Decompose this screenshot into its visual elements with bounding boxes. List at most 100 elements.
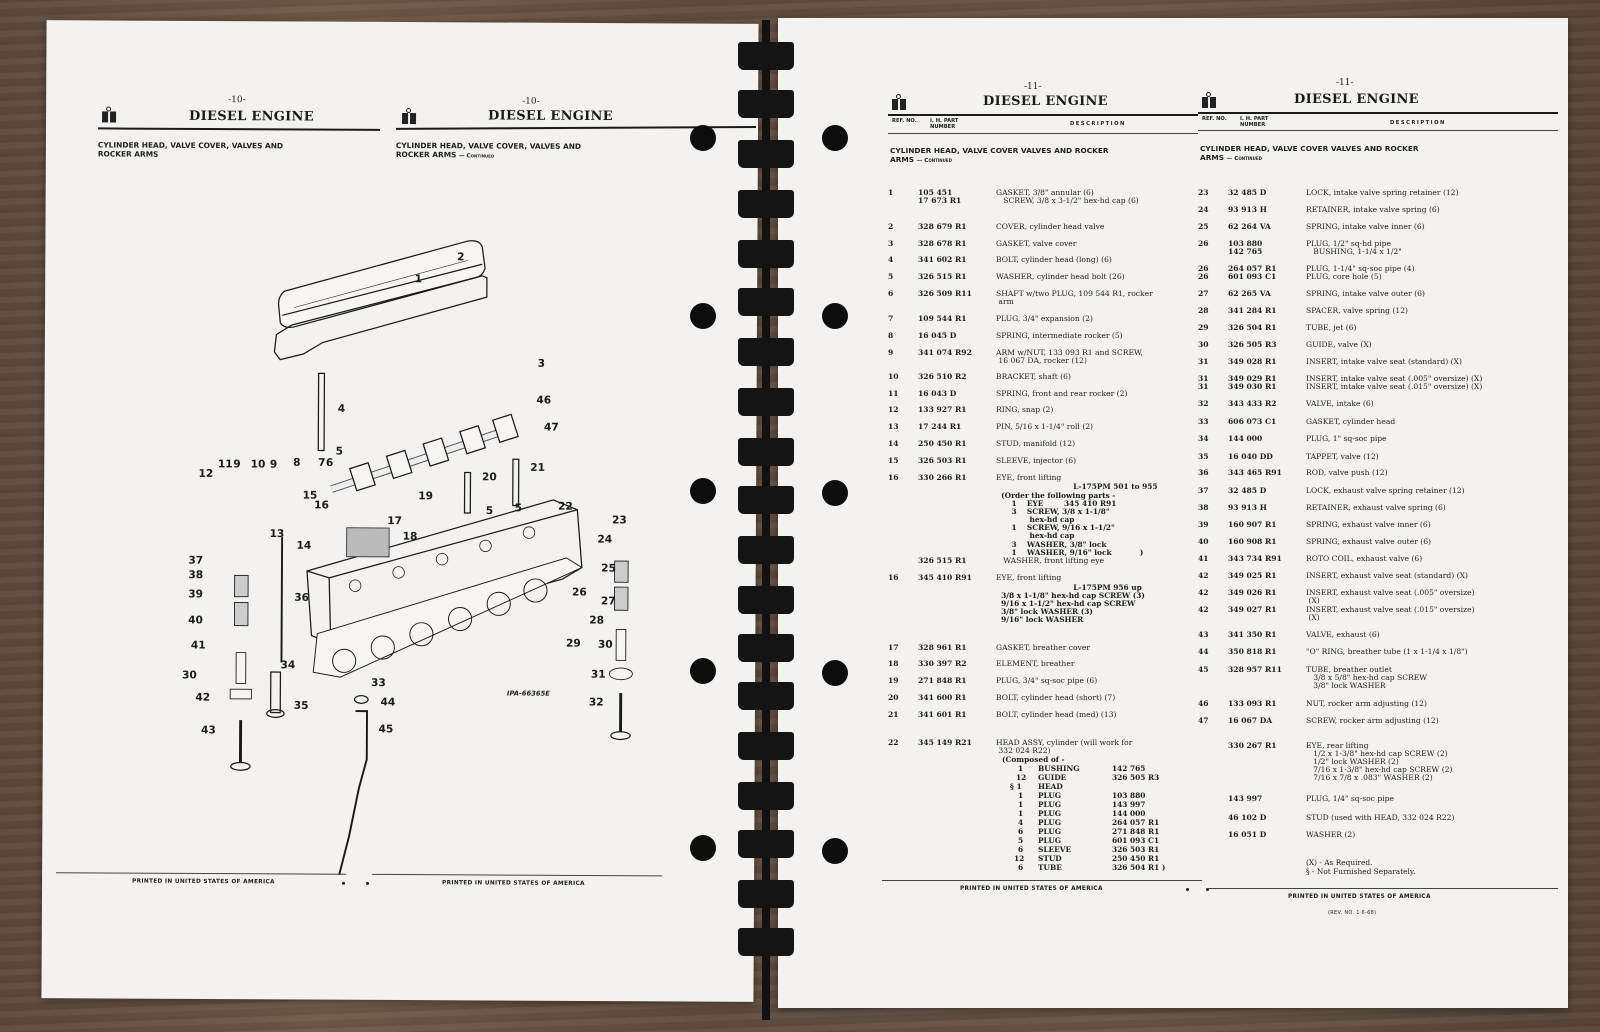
svg-text:38: 38 (188, 569, 203, 581)
svg-text:9: 9 (270, 459, 277, 471)
page-number: -10- (522, 96, 540, 107)
page-footer: PRINTED IN UNITED STATES OF AMERICA (1288, 894, 1431, 900)
svg-text:30: 30 (598, 639, 613, 651)
svg-text:47: 47 (544, 421, 559, 433)
svg-text:IPA-66365E: IPA-66365E (507, 689, 550, 697)
section-heading: CYLINDER HEAD, VALVE COVER, VALVES AND R… (97, 140, 284, 159)
punch-hole (690, 835, 716, 861)
punch-hole (822, 303, 848, 329)
svg-text:43: 43 (201, 724, 216, 736)
svg-text:31: 31 (591, 669, 606, 681)
section-heading: CYLINDER HEAD, VALVE COVER VALVES AND RO… (1200, 144, 1419, 162)
punch-hole (690, 303, 716, 329)
svg-text:40: 40 (188, 614, 203, 626)
item-note: 3 WASHER, 3/8" lock (996, 540, 1107, 549)
svg-text:3: 3 (538, 358, 545, 370)
svg-text:1: 1 (415, 273, 422, 285)
page-number: -11- (1024, 82, 1042, 92)
punch-hole (822, 660, 848, 686)
svg-text:10: 10 (251, 459, 266, 471)
svg-text:36: 36 (294, 592, 309, 604)
punch-hole (690, 125, 716, 151)
footer-dot (342, 881, 346, 885)
item-note: L-175PM 501 to 955 (996, 482, 1158, 491)
legend-as-required: (X) - As Required. (1306, 858, 1373, 867)
item-note: 1 SCREW, 9/16 x 1-1/2" (996, 523, 1115, 532)
svg-text:37: 37 (188, 555, 203, 567)
punch-hole (822, 480, 848, 506)
svg-text:32: 32 (589, 697, 604, 709)
ih-logo-icon (402, 108, 417, 125)
footer-dot (1206, 888, 1209, 891)
svg-text:16: 16 (314, 499, 329, 511)
punch-hole (690, 658, 716, 684)
svg-text:15: 15 (303, 490, 318, 502)
col-header-part: I. H. PART NUMBER (1240, 116, 1269, 128)
header-rule (97, 127, 381, 131)
svg-text:45: 45 (378, 723, 393, 735)
item-note: hex-hd cap (996, 531, 1075, 540)
col-header-ref: REF. NO. (1202, 116, 1227, 122)
svg-text:5: 5 (486, 505, 493, 517)
col-header-ref: REF. NO. (892, 118, 917, 124)
punch-hole (690, 478, 716, 504)
svg-text:39: 39 (188, 588, 203, 600)
page-footer: PRINTED IN UNITED STATES OF AMERICA (132, 878, 275, 886)
item-note: L-175PM 956 up (996, 583, 1142, 592)
svg-text:44: 44 (381, 696, 396, 708)
page-title: DIESEL ENGINE (983, 94, 1108, 109)
header-rule (888, 133, 1198, 134)
page-title: DIESEL ENGINE (488, 108, 614, 125)
footer-rule (1208, 888, 1558, 889)
svg-text:24: 24 (597, 534, 612, 546)
svg-text:21: 21 (530, 462, 545, 474)
page-title: DIESEL ENGINE (189, 108, 315, 125)
svg-text:9: 9 (233, 458, 240, 470)
svg-text:41: 41 (191, 639, 206, 651)
svg-text:29: 29 (566, 638, 581, 650)
svg-text:2: 2 (457, 251, 464, 263)
header-rule (1198, 112, 1558, 114)
section-heading: CYLINDER HEAD, VALVE COVER VALVES AND RO… (890, 146, 1109, 164)
svg-text:23: 23 (612, 514, 627, 526)
svg-text:30: 30 (182, 669, 197, 681)
svg-text:35: 35 (294, 700, 309, 712)
item-note: 3/8 x 1-1/8" hex-hd cap SCREW (3) (996, 591, 1145, 600)
svg-text:5: 5 (515, 502, 522, 514)
svg-text:11: 11 (218, 458, 233, 470)
svg-text:26: 26 (572, 587, 587, 599)
col-header-desc: DESCRIPTION (1390, 120, 1446, 126)
page-footer: PRINTED IN UNITED STATES OF AMERICA (442, 880, 585, 887)
left-page: -10- DIESEL ENGINE CYLINDER HEAD, VALVE … (41, 20, 759, 1002)
punch-hole (822, 838, 848, 864)
ih-logo-icon (892, 94, 906, 110)
svg-text:19: 19 (418, 490, 433, 502)
page-title: DIESEL ENGINE (1294, 92, 1419, 107)
footer-dot (366, 881, 370, 885)
item-note: hex-hd cap (996, 515, 1075, 524)
col-header-part: I. H. PART NUMBER (930, 118, 959, 130)
page-number: -10- (228, 95, 246, 106)
svg-text:22: 22 (558, 501, 573, 513)
footer-dot (1186, 888, 1189, 891)
svg-text:28: 28 (589, 615, 604, 627)
punch-hole (822, 125, 848, 151)
comb-binding (734, 20, 794, 1020)
item-note: 1 WASHER, 9/16" lock ) (996, 548, 1144, 557)
svg-text:27: 27 (601, 595, 616, 607)
section-heading: CYLINDER HEAD, VALVE COVER, VALVES AND R… (395, 140, 582, 160)
svg-text:17: 17 (387, 515, 402, 527)
legend-not-furnished: § - Not Furnished Separately. (1306, 867, 1416, 876)
svg-text:6: 6 (326, 457, 333, 469)
item-note: 9/16 x 1-1/2" hex-hd cap SCREW (996, 599, 1136, 608)
revision-note: (REV. NO. 1 6-68) (1328, 910, 1377, 916)
svg-text:34: 34 (280, 659, 295, 671)
svg-text:46: 46 (536, 394, 551, 406)
svg-text:13: 13 (270, 528, 285, 540)
ih-logo-icon (102, 106, 117, 123)
item-note: 9/16" lock WASHER (996, 615, 1084, 624)
ih-logo-icon (1202, 92, 1216, 108)
